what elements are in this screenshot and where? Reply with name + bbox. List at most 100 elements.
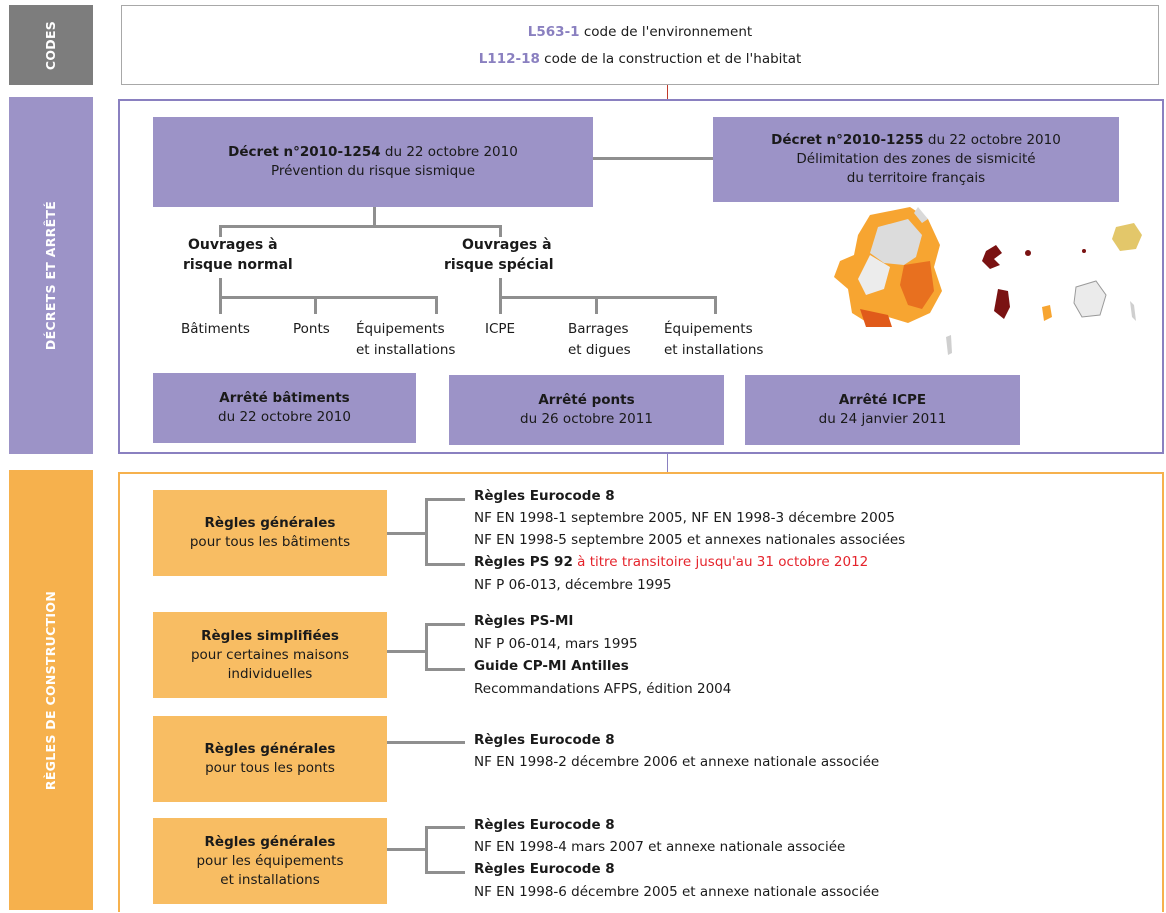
r1-nf-1: NF EN 1998-1 septembre 2005, NF EN 1998-…: [474, 510, 895, 526]
r2-title: Règles simplifiées: [201, 627, 339, 644]
arrete-icpe-box: Arrêté ICPE du 24 janvier 2011: [745, 375, 1020, 445]
r1-eurocode: Règles Eurocode 8: [474, 488, 615, 504]
code-l563-text: code de l'environnement: [579, 24, 753, 40]
tree-line: [219, 296, 438, 299]
seismic-zone-map-illustration: [834, 207, 1142, 355]
decret-1255-title-line: Décret n°2010-1255 du 22 octobre 2010: [771, 131, 1061, 150]
connector-decrets-regles: [667, 454, 668, 472]
decret-1255-sub2: du territoire français: [846, 170, 986, 186]
section-label-codes-text: CODES: [43, 20, 59, 70]
decret-1255-title: Décret n°2010-1255: [771, 132, 924, 148]
label-risque-normal-2: risque normal: [183, 257, 293, 273]
map-island: [1082, 249, 1086, 253]
arrete-icpe-title: Arrêté ICPE: [838, 392, 927, 408]
code-l112: L112-18: [478, 51, 540, 67]
arrete-icpe-date: du 24 janvier 2011: [818, 411, 947, 427]
r4-eurocode-1: Règles Eurocode 8: [474, 817, 615, 833]
codes-frame: [121, 5, 1159, 85]
tree-line: [714, 296, 717, 314]
arrete-ponts-box: Arrêté ponts du 26 octobre 2011: [449, 375, 724, 445]
tree-line: [425, 498, 428, 566]
label-equipements-special-2: et installations: [664, 342, 764, 358]
map-france-low-zone: [858, 255, 890, 295]
arrete-batiments-date: du 22 octobre 2010: [218, 409, 351, 425]
code-l563: L563-1: [527, 24, 580, 40]
tree-line: [425, 826, 465, 829]
tree-line: [387, 848, 427, 851]
tree-line: [314, 296, 317, 314]
r2-sub2: individuelles: [227, 665, 313, 682]
tree-line: [425, 563, 465, 566]
decret-1254-sub: Prévention du risque sismique: [270, 163, 476, 179]
r4-title: Règles générales: [204, 833, 336, 850]
r4-sub2: et installations: [220, 871, 320, 888]
r2-guide: Guide CP-MI Antilles: [474, 658, 629, 674]
r2-afps: Recommandations AFPS, édition 2004: [474, 681, 732, 697]
r4-nf-1: NF EN 1998-4 mars 2007 et annexe nationa…: [474, 839, 846, 855]
r3-eurocode: Règles Eurocode 8: [474, 732, 615, 748]
section-label-regles-text: RÈGLES DE CONSTRUCTION: [43, 590, 59, 790]
tree-line: [425, 668, 465, 671]
tree-line: [435, 296, 438, 314]
tree-line: [373, 225, 501, 228]
regles-generales-batiments-box: Règles générales pour tous les bâtiments: [153, 490, 387, 576]
r4-nf-2: NF EN 1998-6 décembre 2005 et annexe nat…: [474, 884, 880, 900]
section-label-regles: RÈGLES DE CONSTRUCTION: [9, 470, 93, 910]
map-spm: [1025, 250, 1031, 256]
map-corsica: [946, 335, 952, 355]
label-batiments: Bâtiments: [181, 321, 250, 337]
code-l112-text: code de la construction et de l'habitat: [539, 51, 802, 67]
label-equipements-normal-2: et installations: [356, 342, 456, 358]
label-risque-special-1: Ouvrages à: [462, 237, 552, 253]
map-france-north: [914, 207, 928, 223]
r4-sub1: pour les équipements: [196, 852, 344, 869]
r1-ps92-line: Règles PS 92 à titre transitoire jusqu'a…: [474, 553, 868, 572]
label-equipements-special-1: Équipements: [664, 321, 753, 337]
map-france-pyrenees: [860, 309, 892, 327]
tree-line: [425, 498, 465, 501]
label-barrages-2: et digues: [568, 342, 631, 358]
section-label-decrets-text: DÉCRETS ET ARRÊTÉ: [43, 200, 59, 351]
regles-generales-ponts-box: Règles générales pour tous les ponts: [153, 716, 387, 802]
decret-1255-sub1: Délimitation des zones de sismicité: [796, 151, 1036, 167]
connector-decrets: [593, 157, 713, 160]
code-line-1: L563-1 code de l'environnement: [121, 23, 1159, 42]
label-ponts: Ponts: [293, 321, 330, 337]
tree-line: [219, 225, 376, 228]
tree-line: [387, 741, 465, 744]
tree-line: [387, 532, 427, 535]
label-equipements-normal-1: Équipements: [356, 321, 445, 337]
r3-title: Règles générales: [204, 741, 336, 757]
r1-ps92: Règles PS 92: [474, 554, 573, 570]
map-france-low-zone: [870, 219, 922, 265]
r1-title: Règles générales: [204, 515, 336, 531]
map-island: [1130, 301, 1136, 321]
arrete-batiments-title: Arrêté bâtiments: [219, 390, 350, 406]
label-risque-normal-1: Ouvrages à: [188, 237, 278, 253]
map-guadeloupe: [982, 245, 1002, 269]
map-mayotte: [1042, 305, 1052, 321]
tree-line: [499, 225, 502, 237]
tree-line: [425, 623, 428, 671]
tree-line: [425, 826, 428, 874]
label-barrages-1: Barrages: [568, 321, 629, 337]
connector-codes-decrets: [667, 85, 668, 99]
r2-nfp: NF P 06-014, mars 1995: [474, 636, 638, 652]
decret-1254-title-line: Décret n°2010-1254 du 22 octobre 2010: [228, 143, 518, 162]
r3-sub: pour tous les ponts: [205, 760, 335, 776]
r4-eurocode-2: Règles Eurocode 8: [474, 861, 615, 877]
decret-1254-title: Décret n°2010-1254: [228, 144, 381, 160]
tree-line: [387, 650, 427, 653]
decret-1255-date: du 22 octobre 2010: [923, 132, 1061, 148]
tree-line: [595, 296, 598, 314]
label-risque-special-2: risque spécial: [444, 257, 554, 273]
map-reunion: [1112, 223, 1142, 251]
regles-generales-equipements-box: Règles générales pour les équipements et…: [153, 818, 387, 904]
arrete-batiments-box: Arrêté bâtiments du 22 octobre 2010: [153, 373, 416, 443]
map-martinique: [994, 289, 1010, 319]
tree-line: [499, 296, 717, 299]
r1-nf-2: NF EN 1998-5 septembre 2005 et annexes n…: [474, 532, 906, 548]
map-guyane: [1073, 280, 1107, 318]
tree-line: [425, 871, 465, 874]
r2-psmi: Règles PS-MI: [474, 613, 574, 629]
